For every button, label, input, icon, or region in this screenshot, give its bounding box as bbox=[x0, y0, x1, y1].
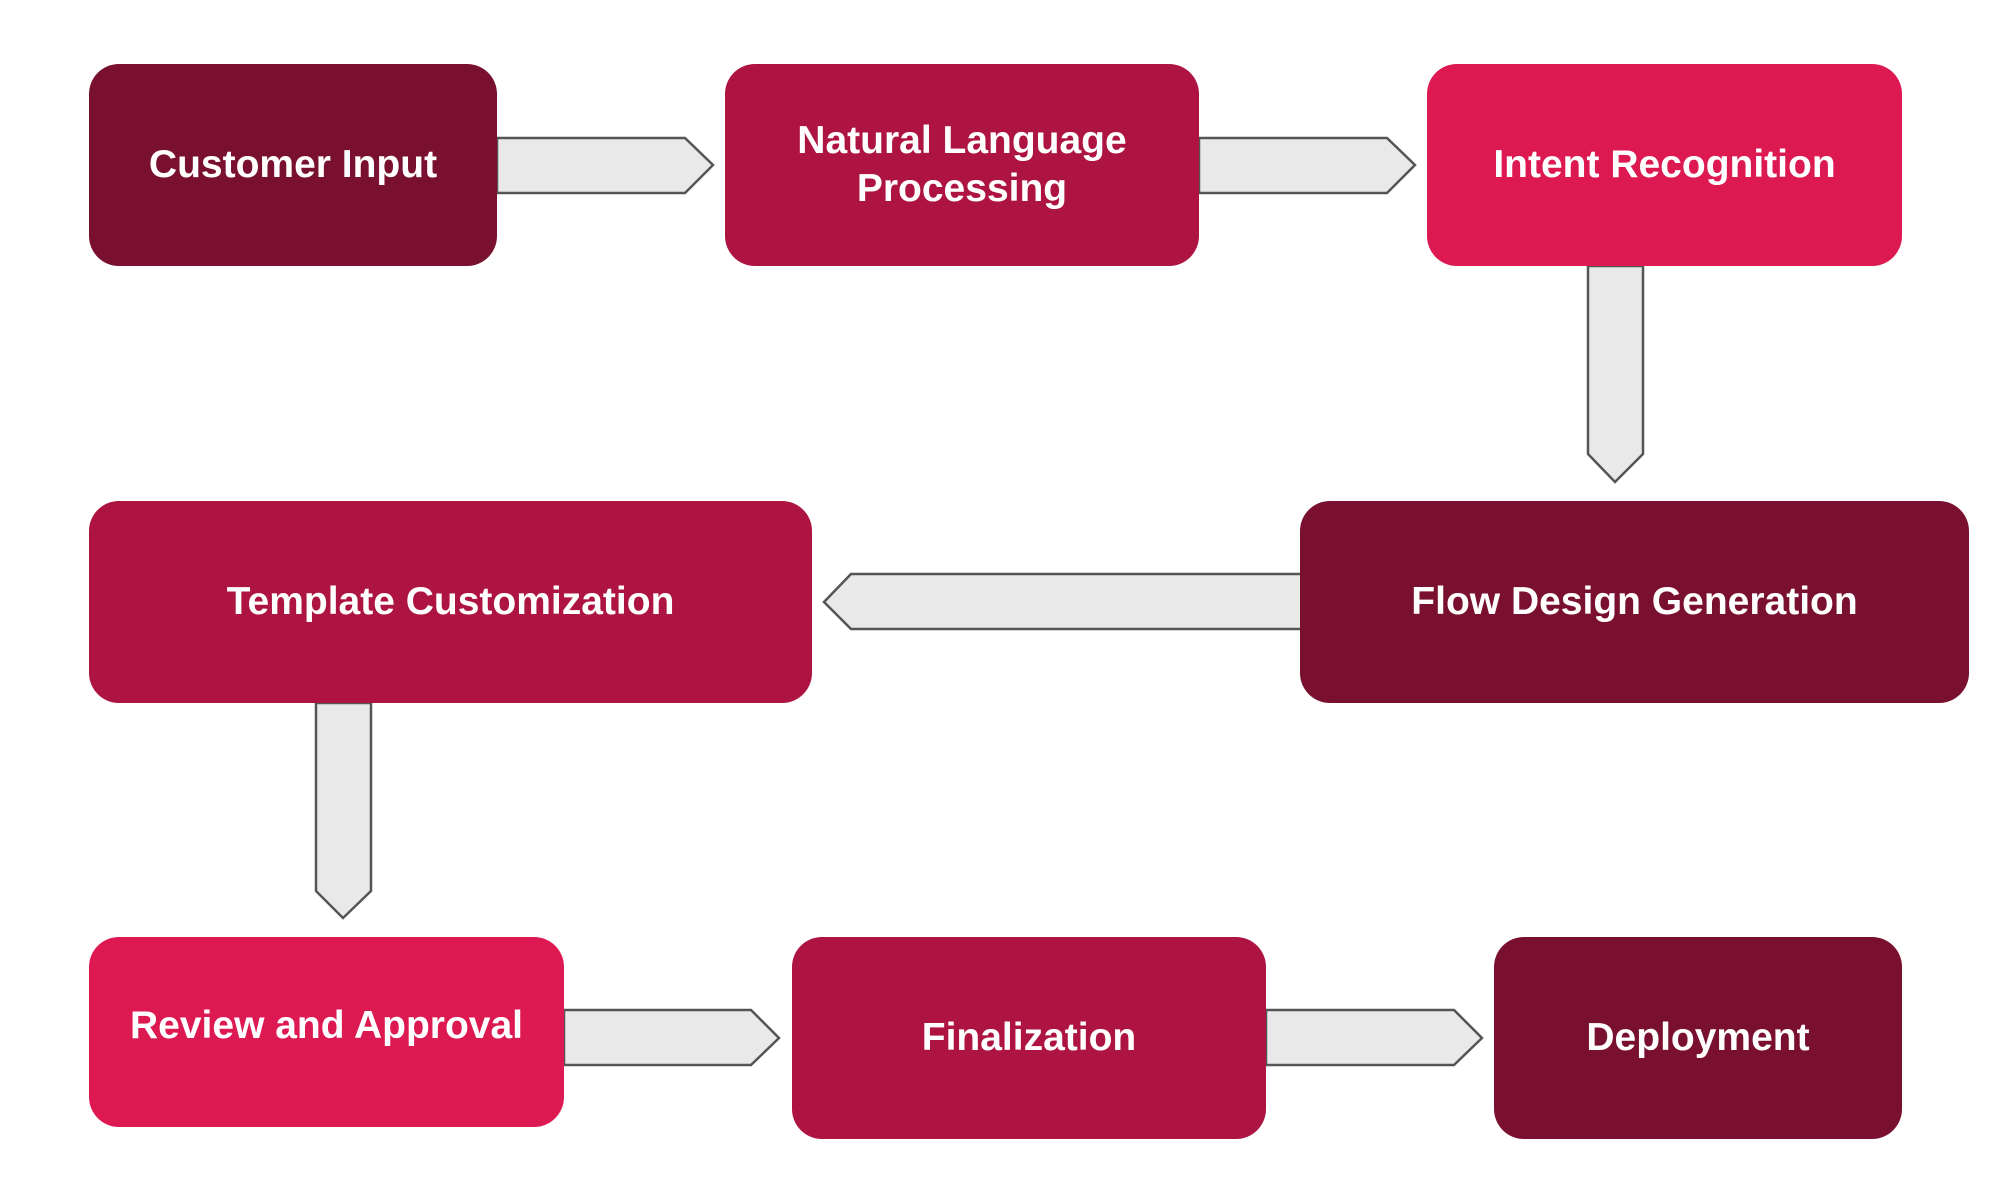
arrow-customer-input-to-nlp bbox=[495, 136, 715, 195]
node-label: Review and Approval bbox=[130, 1004, 523, 1047]
node-label: Flow Design Generation bbox=[1411, 580, 1858, 623]
arrow-nlp-to-intent bbox=[1197, 136, 1417, 195]
node-label: Deployment bbox=[1586, 1016, 1810, 1059]
arrow-intent-to-flow-design bbox=[1586, 264, 1645, 484]
node-customer-input: Customer Input bbox=[89, 64, 497, 266]
node-label: Intent Recognition bbox=[1493, 143, 1836, 186]
node-finalization: Finalization bbox=[792, 937, 1266, 1139]
node-deployment: Deployment bbox=[1494, 937, 1902, 1139]
node-label: Template Customization bbox=[226, 580, 675, 623]
arrow-finalization-to-deployment bbox=[1264, 1008, 1484, 1067]
node-review-and-approval: Review and Approval bbox=[89, 937, 564, 1127]
arrow-review-to-finalization bbox=[562, 1008, 781, 1067]
node-label: Finalization bbox=[921, 1016, 1137, 1059]
node-flow-design-generation: Flow Design Generation bbox=[1300, 501, 1969, 703]
node-intent-recognition: Intent Recognition bbox=[1427, 64, 1902, 266]
node-template-customization: Template Customization bbox=[89, 501, 812, 703]
node-label: Customer Input bbox=[148, 143, 438, 186]
node-label: Natural Language Processing bbox=[797, 119, 1127, 210]
node-natural-language-processing: Natural Language Processing bbox=[725, 64, 1199, 266]
arrow-template-to-review bbox=[314, 701, 373, 920]
arrow-flow-design-to-template bbox=[822, 572, 1307, 631]
